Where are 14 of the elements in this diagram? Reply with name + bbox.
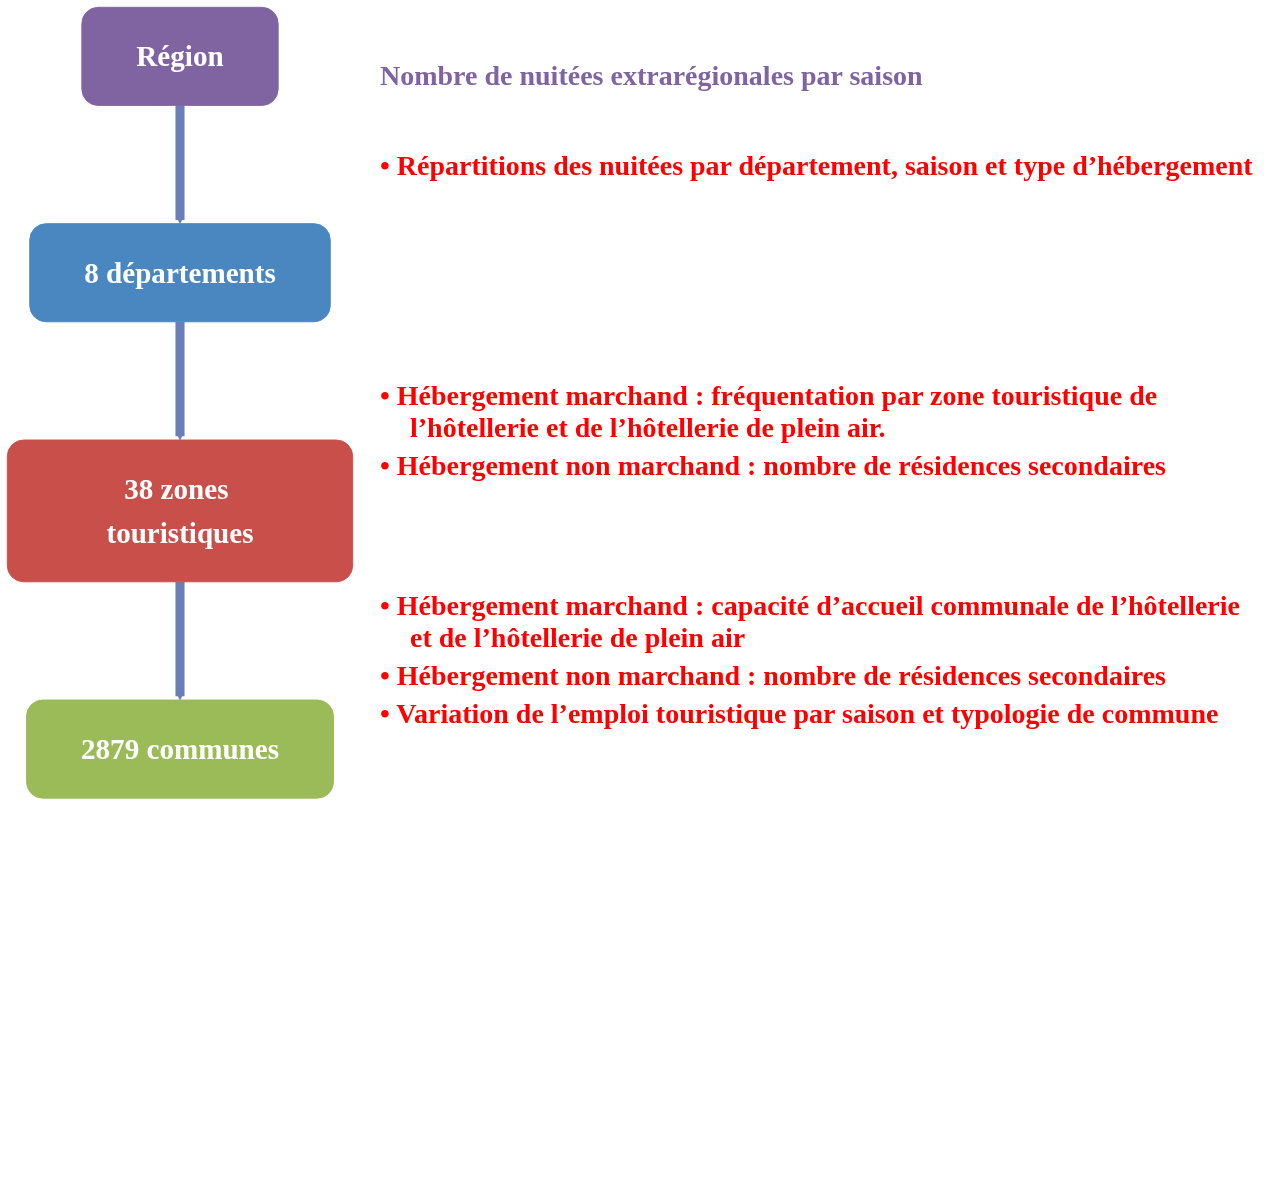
bullet-note: • Variation de l’emploi touristique par saison et typologie de commune <box>380 698 1220 730</box>
node-caption: Nombre de nuitées extrarégionales par saison <box>380 60 924 92</box>
arrow <box>175 321 185 441</box>
bullet-note: • Hébergement marchand : fréquentation par zone touristique de l’hôtellerie et de l’hôtellerie de plein air. <box>380 380 1159 444</box>
bullet-note: • Hébergement marchand : capacité d’accueil communale de l’hôtellerie et de l’hôtellerie de plein air <box>380 590 1241 654</box>
node-box: Région <box>81 6 279 106</box>
arrow <box>175 105 185 224</box>
bullet-note: • Hébergement non marchand : nombre de résidences secondaires <box>380 450 1167 482</box>
bullet-note: • Hébergement non marchand : nombre de résidences secondaires <box>380 660 1167 692</box>
node-box: 8 départements <box>29 223 331 323</box>
arrow <box>175 581 185 701</box>
bullet-note: • Répartitions des nuitées par département, saison et type d’hébergement <box>380 150 1254 182</box>
node-box: 2879 communes <box>26 699 334 799</box>
node-box: 38 zones touristiques <box>6 439 354 583</box>
